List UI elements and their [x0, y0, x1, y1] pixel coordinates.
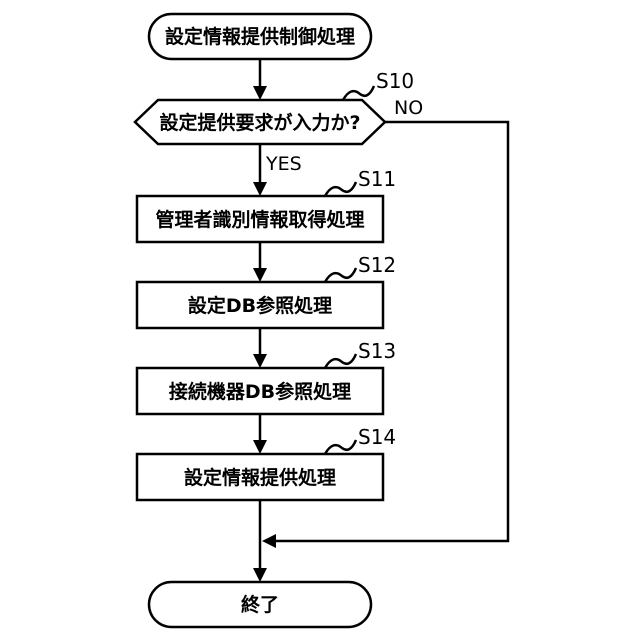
arrowhead — [253, 182, 267, 196]
process-label-s13: 接続機器DB参照処理 — [169, 380, 351, 403]
step-tag-leader-s10 — [343, 86, 374, 100]
step-tag-leader-s14 — [325, 440, 356, 454]
step-tag-leader-s11 — [325, 182, 356, 196]
decision-s10: 設定提供要求が入力か? — [135, 100, 385, 144]
process-s12: 設定DB参照処理 — [137, 282, 383, 328]
arrowhead — [253, 354, 267, 368]
arrowhead — [253, 568, 267, 582]
process-s14: 設定情報提供処理 — [137, 454, 383, 500]
step-tag-s11: S11 — [358, 167, 396, 191]
arrowhead — [262, 534, 276, 548]
no-branch-label: NO — [394, 97, 423, 119]
start-terminal: 設定情報提供制御処理 — [149, 14, 371, 59]
process-s11: 管理者識別情報取得処理 — [137, 196, 383, 242]
step-tag-leader-s13 — [325, 354, 356, 368]
start-label: 設定情報提供制御処理 — [165, 25, 355, 48]
arrowhead — [253, 268, 267, 282]
step-tag-s13: S13 — [358, 339, 396, 363]
arrowhead — [253, 86, 267, 100]
step-tag-leader-s12 — [325, 268, 356, 282]
decision-label: 設定提供要求が入力か? — [159, 111, 360, 134]
process-s13: 接続機器DB参照処理 — [137, 368, 383, 414]
arrowhead — [253, 440, 267, 454]
step-tag-s10: S10 — [376, 69, 414, 93]
end-terminal: 終了 — [149, 582, 371, 627]
step-tag-s14: S14 — [358, 425, 396, 449]
end-label: 終了 — [241, 593, 279, 616]
process-label-s14: 設定情報提供処理 — [184, 466, 336, 489]
process-label-s11: 管理者識別情報取得処理 — [155, 208, 364, 231]
step-tag-s12: S12 — [358, 253, 396, 277]
yes-branch-label: YES — [265, 153, 302, 175]
process-label-s12: 設定DB参照処理 — [188, 294, 332, 317]
